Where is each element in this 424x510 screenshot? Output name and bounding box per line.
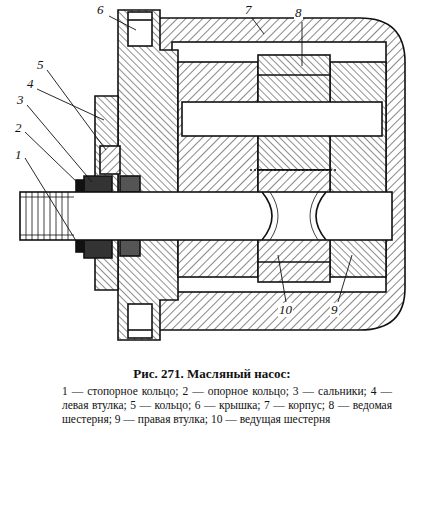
- callout-number: 10: [278, 303, 293, 317]
- callout-number: 2: [14, 121, 23, 135]
- callout-number: 4: [26, 77, 35, 91]
- callout-number: 8: [294, 6, 303, 20]
- figure-caption: Рис. 271. Масляный насос:: [0, 366, 424, 382]
- leader-lines: [25, 16, 352, 302]
- callout-number: 1: [14, 148, 23, 162]
- callout-number: 6: [96, 3, 105, 17]
- callout-number: 7: [244, 3, 253, 17]
- parts-list: 1 — стопорное кольцо; 2 — опорное кольцо…: [62, 384, 392, 426]
- callout-number: 5: [36, 58, 45, 72]
- callout-number: 3: [16, 93, 25, 107]
- callout-number: 9: [330, 303, 339, 317]
